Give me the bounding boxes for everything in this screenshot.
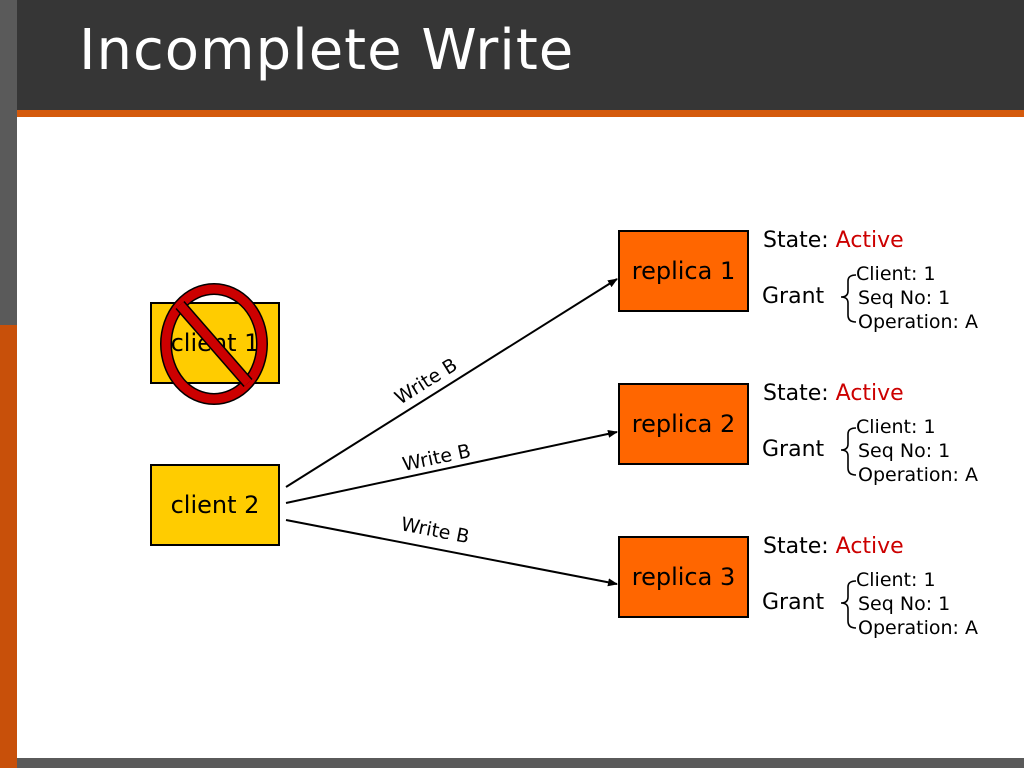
replica-2-state-label: State: xyxy=(763,381,829,406)
replica-1-state: State: Active xyxy=(763,228,904,253)
replica-1-grant-label: Grant xyxy=(762,284,825,309)
replica-3-state: State: Active xyxy=(763,534,904,559)
replica-2-box: replica 2 xyxy=(618,383,749,465)
replica-3-label: replica 3 xyxy=(631,563,736,591)
replica-3-state-label: State: xyxy=(763,534,829,559)
client-2-label: client 2 xyxy=(170,491,260,519)
replica-1-label: replica 1 xyxy=(631,257,736,285)
replica-2-state-value: Active xyxy=(835,381,904,406)
replica-1-box: replica 1 xyxy=(618,230,749,312)
replica-1-grant-client: Client: 1 xyxy=(856,263,936,285)
prohibited-sign-icon xyxy=(160,283,268,405)
replica-3-grant-operation: Operation: A xyxy=(858,617,978,639)
write-label-1: Write B xyxy=(391,354,461,409)
replica-1-grant-operation: Operation: A xyxy=(858,311,978,333)
replica-2-grant-label: Grant xyxy=(762,437,825,462)
replica-2-state: State: Active xyxy=(763,381,904,406)
replica-3-box: replica 3 xyxy=(618,536,749,618)
write-label-3: Write B xyxy=(399,513,471,548)
slide-title: Incomplete Write xyxy=(79,18,575,83)
write-arrow-2 xyxy=(285,429,618,504)
replica-2-grant-seq: Seq No: 1 xyxy=(858,440,951,462)
replica-2-grant-operation: Operation: A xyxy=(858,464,978,486)
footer-bar xyxy=(17,758,1024,768)
replica-1-grant-seq: Seq No: 1 xyxy=(858,287,951,309)
grant-brace-1 xyxy=(840,274,857,323)
replica-1-state-value: Active xyxy=(835,228,904,253)
replica-3-grant-seq: Seq No: 1 xyxy=(858,593,951,615)
write-arrow-3 xyxy=(285,519,618,587)
title-bar: Incomplete Write xyxy=(17,0,1024,110)
title-underline xyxy=(17,110,1024,117)
grant-brace-3 xyxy=(840,580,857,629)
left-edge-bar-top xyxy=(0,0,17,325)
replica-3-state-value: Active xyxy=(835,534,904,559)
client-2-box: client 2 xyxy=(150,464,280,546)
replica-2-grant-client: Client: 1 xyxy=(856,416,936,438)
replica-1-state-label: State: xyxy=(763,228,829,253)
replica-3-grant-client: Client: 1 xyxy=(856,569,936,591)
grant-brace-2 xyxy=(840,427,857,476)
replica-2-label: replica 2 xyxy=(631,410,736,438)
write-arrow-1 xyxy=(285,278,618,488)
replica-3-grant-label: Grant xyxy=(762,590,825,615)
left-edge-bar-bottom xyxy=(0,325,17,768)
